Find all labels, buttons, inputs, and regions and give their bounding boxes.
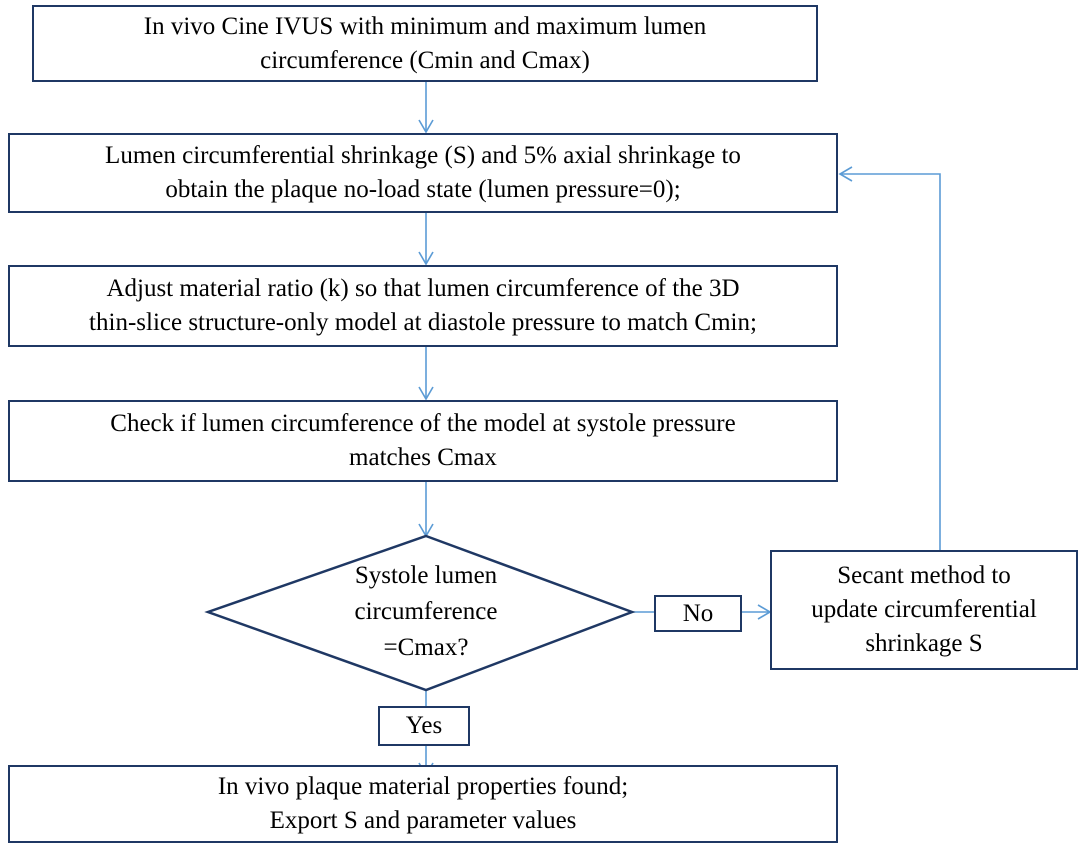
arrowhead-step3-to-step4 [418,386,434,401]
yes-label-box: Yes [378,706,470,746]
secant-method-line-2: update circumferential [811,596,1037,623]
arrowhead-step2-to-step3 [418,251,434,266]
step-check-systole-line-1: Check if lumen circumference of the mode… [110,410,736,437]
step-shrinkage-line-2: obtain the plaque no-load state (lumen p… [165,176,681,203]
secant-method-line-1: Secant method to [837,562,1011,589]
decision-text: Systole lumen circumference =Cmax? [288,558,564,666]
step-check-systole-line-2: matches Cmax [349,444,497,471]
no-label: No [682,599,714,627]
final-result-line-2: Export S and parameter values [269,807,577,834]
final-result-box: In vivo plaque material properties found… [8,765,838,843]
step-adjust-material-line-1: Adjust material ratio (k) so that lumen … [106,275,740,302]
decision-diamond [204,534,636,692]
no-label-box: No [654,595,742,632]
yes-label: Yes [405,712,443,739]
step-shrinkage-box: Lumen circumferential shrinkage (S) and … [8,133,838,213]
step-shrinkage-line-1: Lumen circumferential shrinkage (S) and … [105,142,741,169]
decision-line-3: =Cmax? [383,634,469,661]
decision-line-2: circumference [354,598,498,625]
step-cine-ivus-box: In vivo Cine IVUS with minimum and maxim… [32,5,818,82]
decision-line-1: Systole lumen [354,562,498,589]
secant-method-line-3: shrinkage S [865,630,983,657]
step-adjust-material-line-2: thin-slice structure-only model at diast… [89,309,757,336]
arrowhead-step1-to-step2 [418,119,434,134]
step-check-systole-box: Check if lumen circumference of the mode… [8,400,838,482]
arrow-secant-loop-to-step2 [840,173,941,550]
arrowhead-loop-to-step2 [838,166,853,182]
final-result-line-1: In vivo plaque material properties found… [217,773,629,800]
step-cine-ivus-line-1: In vivo Cine IVUS with minimum and maxim… [143,12,707,40]
secant-method-box: Secant method to update circumferential … [770,550,1078,670]
step-adjust-material-box: Adjust material ratio (k) so that lumen … [8,265,838,347]
step-cine-ivus-line-2: circumference (Cmin and Cmax) [260,46,590,74]
